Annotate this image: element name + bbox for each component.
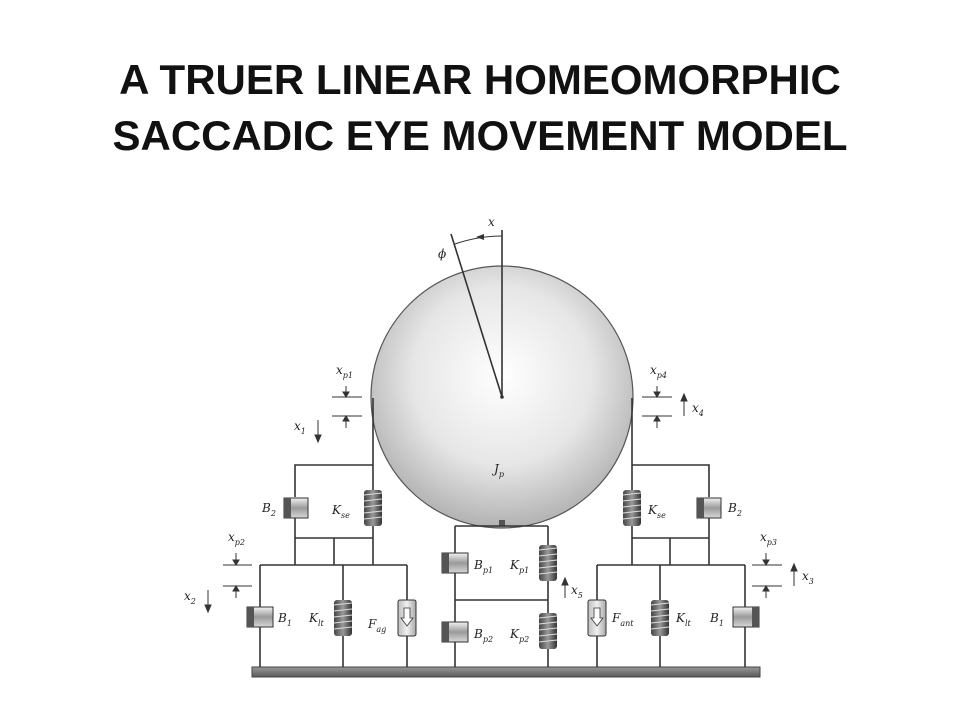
label-Fag: Fag bbox=[367, 617, 386, 634]
eye-globe bbox=[370, 230, 634, 529]
label-Fant: Fant bbox=[611, 611, 634, 628]
label-x: x bbox=[488, 215, 495, 229]
label-phi: ϕ bbox=[438, 247, 446, 261]
marker-xp4 bbox=[642, 386, 672, 428]
arrow-x5 bbox=[561, 576, 569, 598]
label-x1: x1 bbox=[294, 419, 306, 436]
damper-B2-right bbox=[696, 497, 722, 565]
label-x3: x3 bbox=[802, 569, 814, 586]
label-Kse-left: Kse bbox=[331, 503, 350, 520]
arrow-x2 bbox=[204, 590, 212, 614]
label-Bp2: Bp2 bbox=[473, 627, 493, 644]
label-Klt-right: Klt bbox=[675, 611, 692, 628]
label-B2-left: B2 bbox=[261, 501, 276, 518]
force-generator-Fag bbox=[397, 599, 417, 667]
spring-Kse-left bbox=[363, 490, 383, 565]
label-B1-right: B1 bbox=[709, 611, 724, 628]
label-B1-left: B1 bbox=[277, 611, 292, 628]
label-Jp: Jp bbox=[491, 462, 504, 479]
damper-B2-left bbox=[283, 497, 309, 565]
title-line-1: A TRUER LINEAR HOMEOMORPHIC bbox=[119, 56, 841, 103]
spring-Kp1 bbox=[538, 545, 558, 600]
label-x4: x4 bbox=[692, 401, 704, 418]
label-Bp1: Bp1 bbox=[473, 558, 493, 575]
marker-xp2 bbox=[223, 553, 252, 598]
damper-B1-left bbox=[246, 606, 274, 667]
damper-B1-right bbox=[732, 606, 760, 667]
label-Kp1: Kp1 bbox=[509, 558, 529, 575]
marker-xp3 bbox=[752, 553, 782, 598]
label-Kse-right: Kse bbox=[647, 503, 666, 520]
damper-Bp1 bbox=[441, 552, 469, 600]
label-x5: x5 bbox=[571, 583, 583, 600]
damper-Bp2 bbox=[441, 621, 469, 667]
arrow-x4 bbox=[680, 392, 688, 416]
title-line-2: SACCADIC EYE MOVEMENT MODEL bbox=[112, 112, 848, 159]
label-Kp2: Kp2 bbox=[509, 627, 529, 644]
spring-Kp2 bbox=[538, 613, 558, 667]
label-B2-right: B2 bbox=[727, 501, 742, 518]
label-Klt-left: Klt bbox=[308, 611, 325, 628]
arrow-x3 bbox=[790, 562, 798, 586]
slide-title: A TRUER LINEAR HOMEOMORPHIC SACCADIC EYE… bbox=[0, 52, 960, 164]
force-generator-Fant bbox=[587, 599, 607, 667]
spring-Klt-right bbox=[650, 600, 670, 667]
label-xp2: xp2 bbox=[228, 530, 245, 547]
label-xp1: xp1 bbox=[336, 363, 353, 380]
marker-xp1 bbox=[332, 386, 362, 428]
arrow-x1 bbox=[314, 420, 322, 444]
label-xp4: xp4 bbox=[650, 363, 667, 380]
ground-plate bbox=[251, 666, 761, 678]
spring-Kse-right bbox=[622, 490, 642, 565]
label-xp3: xp3 bbox=[760, 530, 777, 547]
label-x2: x2 bbox=[184, 589, 196, 606]
spring-Klt-left bbox=[333, 600, 353, 667]
